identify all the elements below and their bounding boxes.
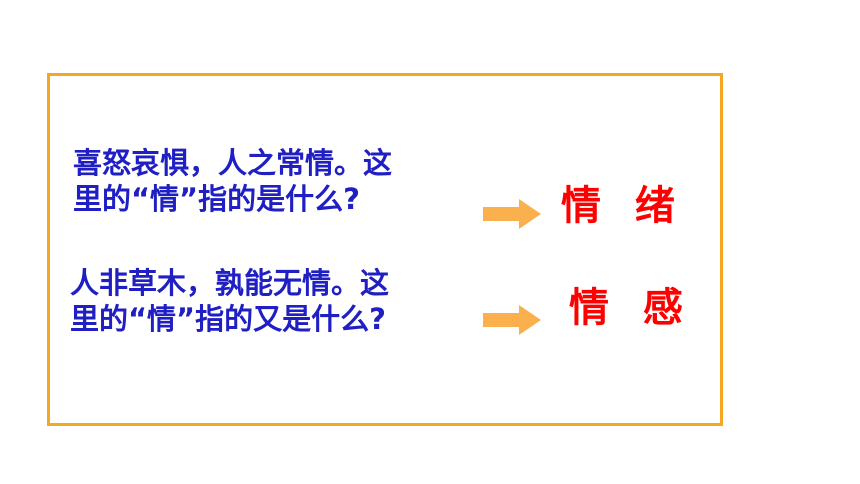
answer-1: 情 绪 (561, 183, 685, 229)
question-1-line-2: 里的“情”指的是什么? (73, 182, 360, 216)
question-2: 人非草木，孰能无情。这 里的“情”指的又是什么? (70, 265, 389, 337)
right-arrow-icon (483, 305, 541, 335)
content-frame (47, 73, 723, 426)
question-1: 喜怒哀惧，人之常情。这 里的“情”指的是什么? (73, 145, 392, 217)
right-arrow-icon (483, 199, 541, 229)
question-1-line-1: 喜怒哀惧，人之常情。这 (73, 146, 393, 180)
question-2-line-1: 人非草木，孰能无情。这 (70, 266, 390, 300)
answer-2: 情 感 (569, 285, 693, 331)
question-2-line-2: 里的“情”指的又是什么? (70, 302, 386, 336)
